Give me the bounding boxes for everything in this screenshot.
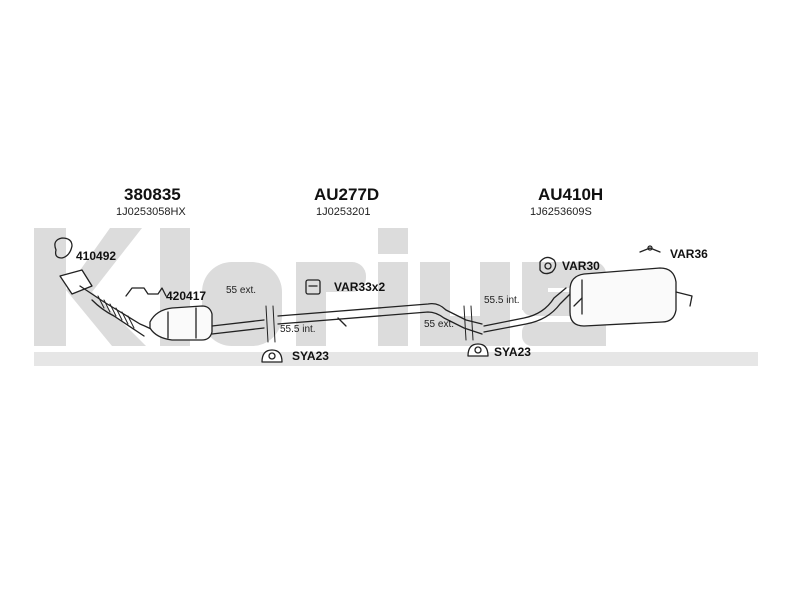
rubber-mount-icon-2 bbox=[467, 343, 489, 357]
rubber-mount-icon-1 bbox=[261, 349, 283, 363]
label-bracket-front: 420417 bbox=[166, 289, 207, 303]
gasket-front-icon bbox=[54, 237, 73, 259]
dim-joint1-ext: 55 ext. bbox=[226, 285, 257, 296]
label-mount-2: SYA23 bbox=[494, 345, 531, 359]
oem-code-1: 1J0253058HX bbox=[116, 206, 186, 218]
label-rubber-ring: VAR30 bbox=[562, 259, 600, 273]
rubber-ring-icon bbox=[539, 256, 557, 275]
bracket-icon bbox=[125, 287, 167, 297]
catalytic-converter-icon bbox=[149, 305, 213, 341]
label-gasket-front: 410492 bbox=[76, 249, 117, 263]
label-mount-1: SYA23 bbox=[292, 349, 329, 363]
label-hanger: VAR36 bbox=[670, 247, 708, 261]
part-number-3: AU410H bbox=[538, 185, 604, 204]
part-number-2: AU277D bbox=[314, 185, 380, 204]
rear-muffler-icon bbox=[569, 267, 693, 327]
dim-joint1-int: 55.5 int. bbox=[280, 324, 316, 335]
label-clamp-middle: VAR33x2 bbox=[334, 280, 386, 294]
oem-code-3: 1J6253609S bbox=[530, 206, 592, 218]
hanger-icon bbox=[639, 245, 661, 253]
dim-joint2-int: 55.5 int. bbox=[484, 295, 520, 306]
dim-joint2-ext: 55 ext. bbox=[424, 319, 455, 330]
part-number-1: 380835 bbox=[124, 185, 181, 204]
oem-code-2: 1J0253201 bbox=[316, 206, 371, 218]
clamp-icon bbox=[305, 279, 321, 295]
